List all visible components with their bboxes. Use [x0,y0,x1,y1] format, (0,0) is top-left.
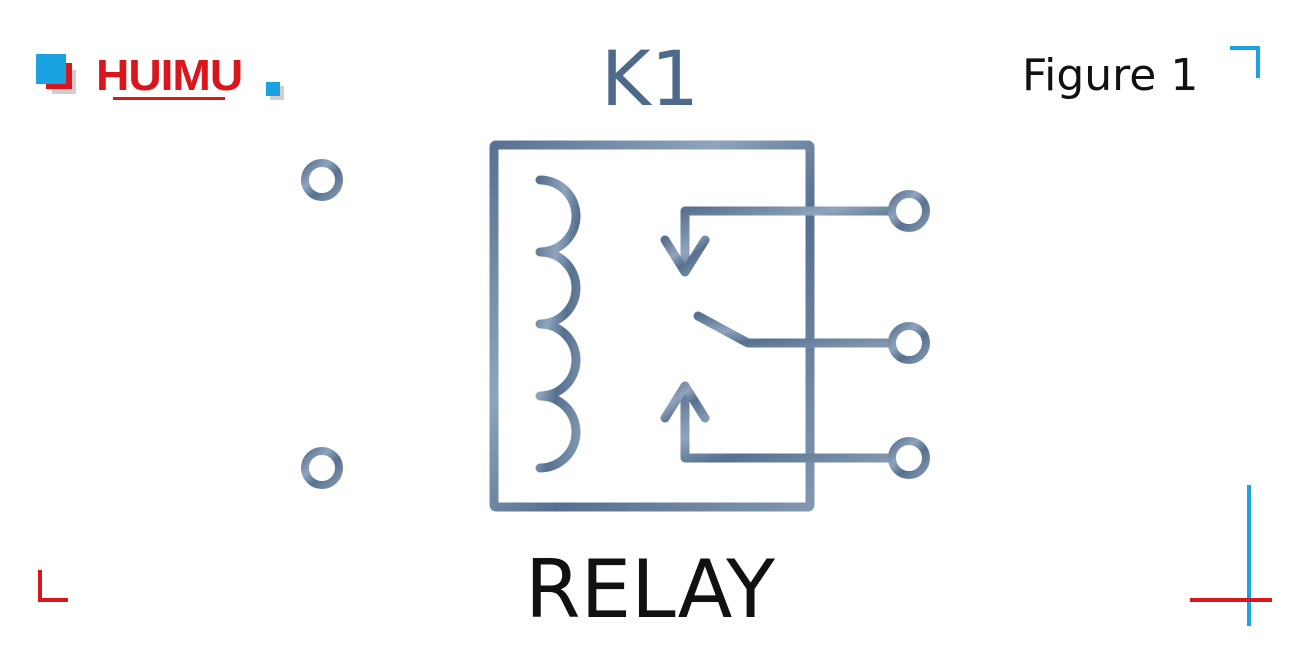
corner-mark-bottom-left [38,570,68,602]
terminal-nc [888,190,930,232]
brand-logo-mark [36,54,284,100]
terminal-coil-1 [301,159,343,201]
corner-mark-top-right [1230,46,1260,78]
terminal-coil-2 [301,447,343,489]
component-designator: K1 [600,34,700,123]
brand-logo-underline [113,97,225,100]
contact-nc-line [680,206,895,275]
relay-terminals [301,159,930,489]
contact-no-line [680,383,895,463]
crosshair-mark-bottom-right [1190,485,1272,626]
relay-symbol [336,140,895,512]
terminal-no [888,437,930,479]
coil-winding [535,175,581,473]
figure-label: Figure 1 [1022,50,1199,101]
terminal-common [888,322,930,364]
brand-logo-text: HUIMU [96,51,243,100]
contact-common-line [693,311,895,348]
contact-no-arrow [660,381,710,423]
relay-housing [489,140,815,512]
component-name: RELAY [525,543,775,636]
contact-nc-arrow [660,235,710,277]
